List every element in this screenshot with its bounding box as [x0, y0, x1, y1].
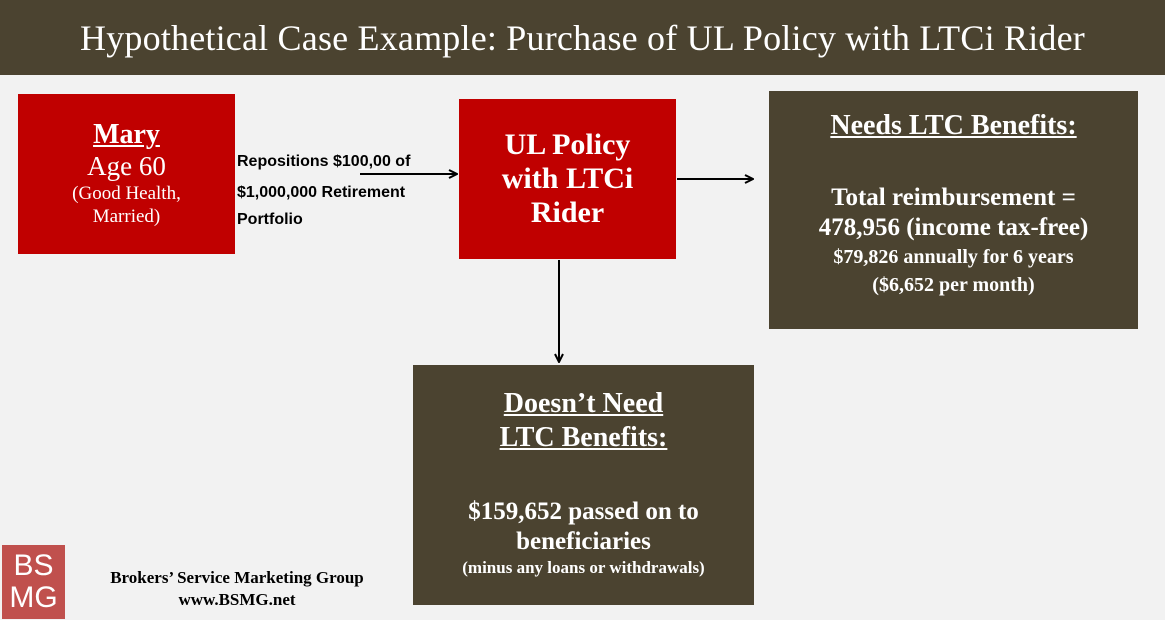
company-website: www.BSMG.net: [178, 590, 296, 609]
mary-box: Mary Age 60 (Good Health, Married): [18, 94, 235, 254]
mary-age: Age 60: [87, 151, 166, 181]
reposition-line1: Repositions $100,00 of: [237, 153, 411, 170]
needs-ltc-box: Needs LTC Benefits: Total reimbursement …: [769, 91, 1138, 329]
mary-note-line1: (Good Health,: [72, 183, 181, 204]
doesnt-passed-line: $159,652 passed on to: [468, 498, 699, 525]
slide-title: Hypothetical Case Example: Purchase of U…: [0, 0, 1165, 75]
ul-policy-label: UL Policy with LTCi Rider: [501, 128, 634, 229]
needs-amount-line: 478,956 (income tax-free): [818, 214, 1089, 241]
company-info: Brokers’ Service Marketing Group www.BSM…: [72, 567, 402, 611]
mary-name: Mary: [93, 119, 160, 150]
needs-ltc-heading: Needs LTC Benefits:: [830, 110, 1077, 141]
ul-policy-box: UL Policy with LTCi Rider: [459, 99, 676, 259]
needs-total-line: Total reimbursement =: [831, 184, 1076, 211]
needs-monthly-line: ($6,652 per month): [872, 274, 1035, 296]
needs-annual-line: $79,826 annually for 6 years: [833, 246, 1074, 268]
doesnt-need-heading: Doesn’t Need LTC Benefits:: [499, 388, 668, 453]
company-name: Brokers’ Service Marketing Group: [110, 568, 364, 587]
reposition-line2: $1,000,000 Retirement: [237, 184, 406, 201]
reposition-line3: Portfolio: [237, 211, 303, 228]
logo-line1: BS: [13, 549, 54, 582]
reposition-label: Repositions $100,00 of $1,000,000 Retire…: [237, 146, 452, 232]
logo-line2: MG: [9, 581, 58, 614]
doesnt-minus-line: (minus any loans or withdrawals): [462, 558, 705, 577]
mary-note-line2: Married): [92, 206, 161, 227]
doesnt-beneficiaries-line: beneficiaries: [516, 528, 651, 555]
bsmg-logo: BS MG: [2, 545, 65, 619]
doesnt-need-ltc-box: Doesn’t Need LTC Benefits: $159,652 pass…: [413, 365, 754, 605]
